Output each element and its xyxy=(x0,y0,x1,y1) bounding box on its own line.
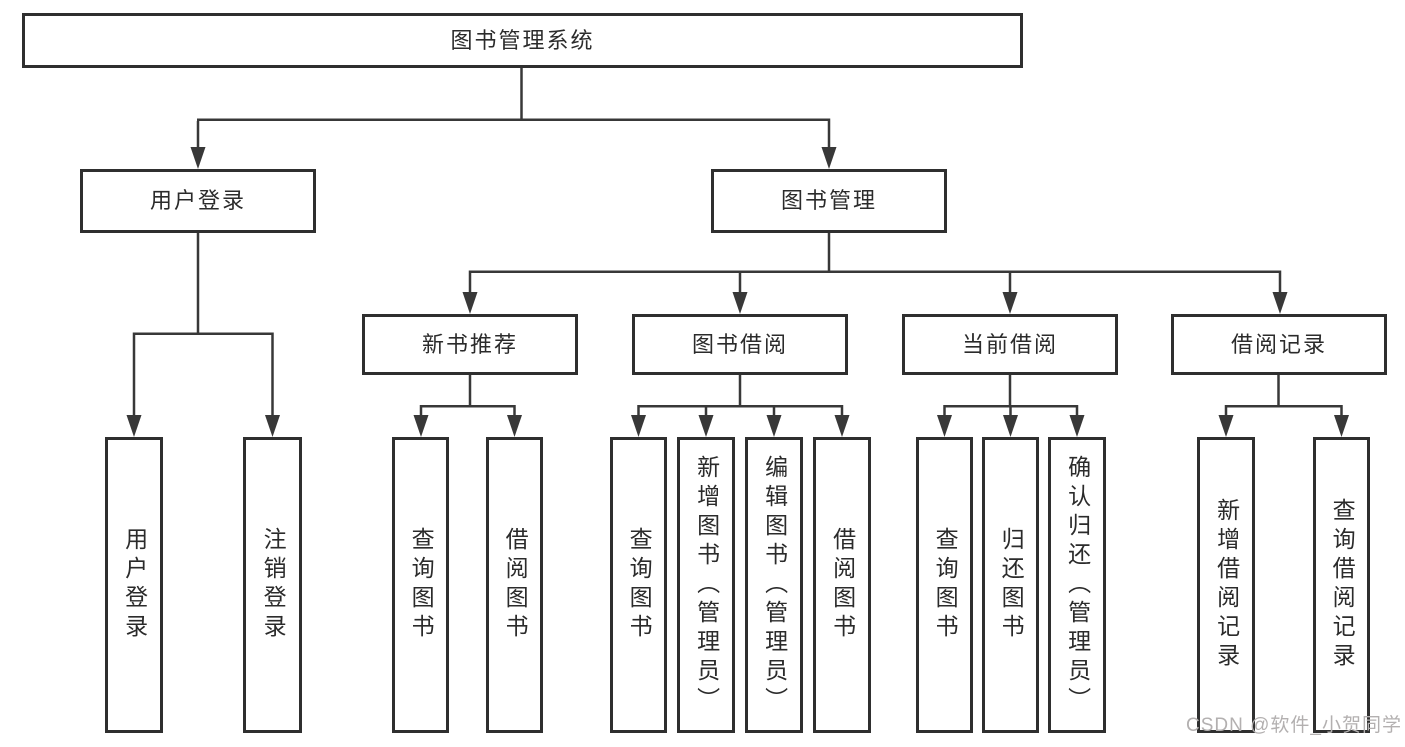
leaf-nbr-query-books-label: 查询图书 xyxy=(408,527,435,643)
node-root-label: 图书管理系统 xyxy=(450,27,595,53)
node-user-login: 用户登录 xyxy=(80,169,316,233)
node-current-borrow: 当前借阅 xyxy=(902,314,1118,375)
node-current-borrow-label: 当前借阅 xyxy=(961,331,1058,357)
leaf-bb-edit-books-admin-label: 编辑图书（管理员） xyxy=(761,454,788,716)
node-book-management-label: 图书管理 xyxy=(780,188,877,213)
leaf-br-add-record: 新增借阅记录 xyxy=(1197,437,1255,733)
leaf-logout: 注销登录 xyxy=(243,437,302,733)
leaf-bb-query-books-label: 查询图书 xyxy=(626,527,653,643)
leaf-bb-query-books: 查询图书 xyxy=(610,437,667,733)
leaf-nbr-borrow-books-label: 借阅图书 xyxy=(502,527,529,643)
node-book-borrow-label: 图书借阅 xyxy=(691,331,788,357)
node-borrow-records-label: 借阅记录 xyxy=(1230,331,1327,357)
leaf-nbr-borrow-books: 借阅图书 xyxy=(486,437,543,733)
leaf-br-add-record-label: 新增借阅记录 xyxy=(1213,498,1240,672)
watermark: CSDN @软件_小贺同学 xyxy=(1186,715,1402,736)
leaf-logout-label: 注销登录 xyxy=(260,527,287,643)
leaf-bb-add-books-admin: 新增图书（管理员） xyxy=(677,437,735,733)
leaf-br-query-record-label: 查询借阅记录 xyxy=(1329,498,1356,672)
leaf-cb-query-books: 查询图书 xyxy=(916,437,973,733)
node-book-borrow: 图书借阅 xyxy=(632,314,848,375)
leaf-bb-borrow-books-label: 借阅图书 xyxy=(829,527,856,643)
leaf-user-login: 用户登录 xyxy=(105,437,163,733)
node-user-login-label: 用户登录 xyxy=(149,188,246,213)
leaf-cb-return-books-label: 归还图书 xyxy=(998,527,1025,643)
leaf-bb-edit-books-admin: 编辑图书（管理员） xyxy=(745,437,803,733)
leaf-br-query-record: 查询借阅记录 xyxy=(1313,437,1370,733)
leaf-bb-borrow-books: 借阅图书 xyxy=(813,437,871,733)
arrowhead-icons xyxy=(126,147,1349,437)
leaf-cb-confirm-return-admin: 确认归还（管理员） xyxy=(1048,437,1106,733)
leaf-cb-confirm-return-admin-label: 确认归还（管理员） xyxy=(1064,454,1091,716)
node-new-book-recommend: 新书推荐 xyxy=(362,314,578,375)
leaf-bb-add-books-admin-label: 新增图书（管理员） xyxy=(693,454,720,716)
node-root: 图书管理系统 xyxy=(22,13,1023,68)
node-new-book-recommend-label: 新书推荐 xyxy=(421,331,518,357)
leaf-user-login-label: 用户登录 xyxy=(121,527,148,643)
node-borrow-records: 借阅记录 xyxy=(1171,314,1387,375)
leaf-nbr-query-books: 查询图书 xyxy=(392,437,449,733)
leaf-cb-return-books: 归还图书 xyxy=(982,437,1039,733)
leaf-cb-query-books-label: 查询图书 xyxy=(932,527,959,643)
node-book-management: 图书管理 xyxy=(711,169,947,233)
